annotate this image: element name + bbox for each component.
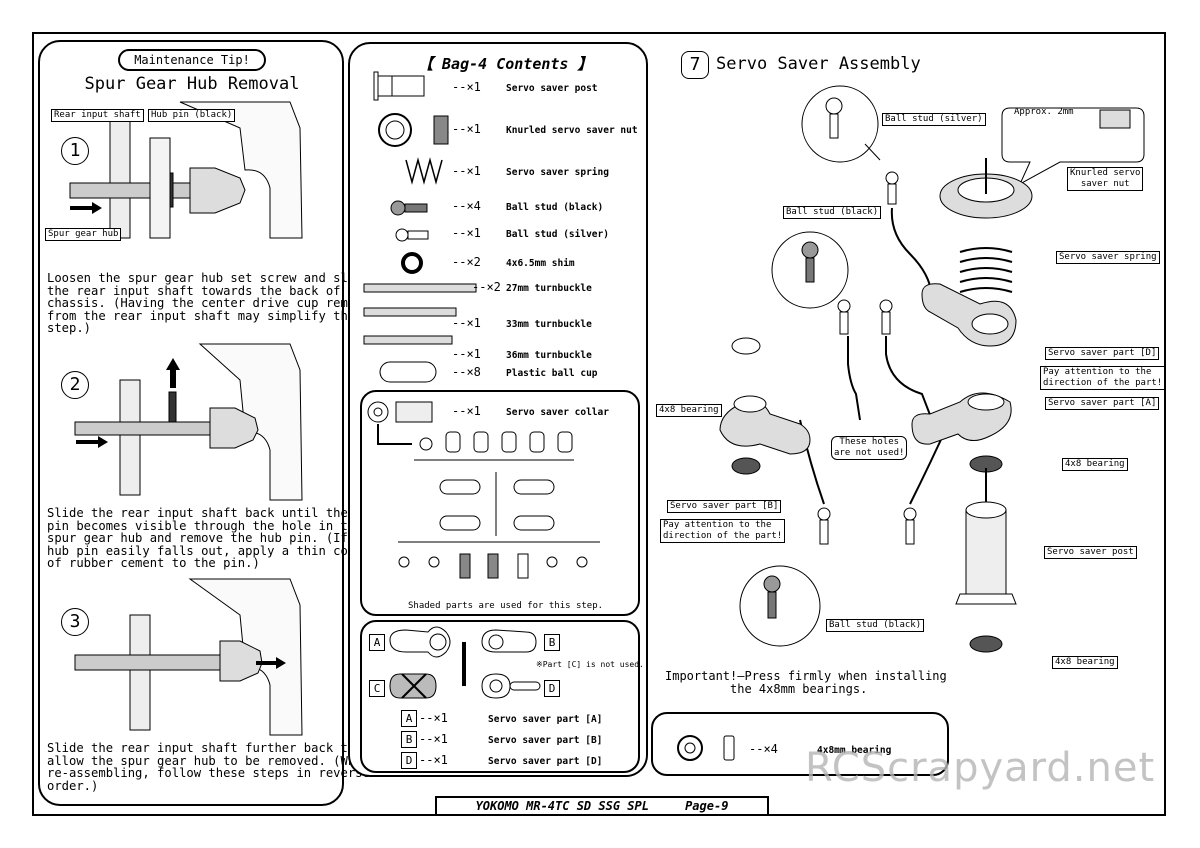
item-qty: --×1 (452, 347, 481, 361)
letter-d: D (544, 680, 560, 697)
label-knurled-nut: Knurled servo saver nut (1067, 167, 1144, 191)
label-holes-not-used: These holes are not used! (831, 436, 908, 460)
collar-name: Servo saver collar (506, 407, 609, 418)
bag-title: 【 Bag-4 Contents 】 (418, 55, 593, 73)
part-a-name: Servo saver part [A] (488, 714, 603, 725)
step-3-number: 3 (61, 608, 89, 636)
step-1-number: 1 (61, 137, 89, 165)
maintenance-tip-badge: Maintenance Tip! (118, 49, 266, 71)
part-d-name: Servo saver part [D] (488, 756, 603, 767)
step-3-diagram (74, 578, 303, 736)
item-name: Knurled servo saver nut (506, 125, 638, 136)
step-3-text: Slide the rear input shaft further back … (47, 741, 370, 793)
part-d-letter: D (401, 752, 417, 769)
turnbuckle-36-icon (363, 335, 453, 345)
label-bearing-left: 4x8 bearing (656, 404, 722, 417)
item-qty: --×2 (472, 280, 501, 294)
item-name: 33mm turnbuckle (506, 319, 592, 330)
label-bearing-bottom: 4x8 bearing (1052, 656, 1118, 669)
item-name: Ball stud (silver) (506, 229, 609, 240)
item-qty: --×1 (452, 80, 481, 94)
spur-gear-title: Spur Gear Hub Removal (84, 74, 300, 94)
label-ball-stud-black-top: Ball stud (black) (783, 206, 882, 219)
item-qty: --×1 (452, 226, 481, 240)
step-2-diagram (74, 343, 303, 501)
servo-saver-title: Servo Saver Assembly (716, 54, 921, 74)
ball-stud-silver-icon (395, 228, 409, 242)
part-b-name: Servo saver part [B] (488, 735, 603, 746)
ball-cup-icon (379, 361, 437, 383)
item-qty: --×1 (452, 316, 481, 330)
label-part-d: Servo saver part [D] (1045, 347, 1160, 360)
label-bearing-right: 4x8 bearing (1062, 458, 1128, 471)
item-qty: --×1 (452, 164, 481, 178)
label-approx: Approx. 2mm (1014, 107, 1074, 117)
servo-saver-exploded-diagram (719, 85, 1145, 653)
letter-a: A (369, 634, 385, 651)
item-name: 36mm turnbuckle (506, 350, 592, 361)
label-ball-stud-black-bottom: Ball stud (black) (826, 619, 925, 632)
bearing-bag-icons (677, 735, 735, 761)
step-1-diagram (69, 101, 303, 239)
item-name: Ball stud (black) (506, 202, 604, 213)
item-name: Plastic ball cup (506, 368, 598, 379)
item-qty: --×2 (452, 255, 481, 269)
ball-stud-black-icon (390, 200, 406, 216)
watermark: RCScrapyard.net (805, 745, 1156, 791)
item-name: 4x6.5mm shim (506, 258, 575, 269)
turnbuckle-33-icon (363, 307, 457, 317)
parts-tree-diagram (389, 626, 541, 699)
label-attention-top: Pay attention to the direction of the pa… (1040, 366, 1166, 390)
spring-icon (405, 157, 443, 185)
step-7-number: 7 (681, 51, 709, 79)
item-name: Servo saver post (506, 83, 598, 94)
label-servo-saver-spring: Servo saver spring (1056, 251, 1160, 264)
step-2-text: Slide the rear input shaft back until th… (47, 506, 377, 571)
label-ball-stud-silver: Ball stud (silver) (882, 113, 986, 126)
part-a-letter: A (401, 710, 417, 727)
part-d-qty: --×1 (419, 753, 448, 767)
label-part-b: Servo saver part [B] (667, 500, 782, 513)
item-qty: --×8 (452, 365, 481, 379)
item-qty: --×1 (452, 122, 481, 136)
turnbuckle-27-icon (363, 283, 477, 293)
important-note: Important!—Press firmly when installing … (665, 669, 947, 696)
part-b-letter: B (401, 731, 417, 748)
bearing-bag-qty: --×4 (749, 742, 778, 756)
bag-item-icons (363, 71, 477, 383)
collar-qty: --×1 (452, 404, 481, 418)
label-attention-bottom: Pay attention to the direction of the pa… (660, 519, 786, 543)
label-spur-gear-hub: Spur gear hub (45, 228, 122, 241)
letter-b: B (544, 634, 560, 651)
shim-icon (401, 252, 423, 274)
step-2-number: 2 (61, 371, 89, 399)
step-1-text: Loosen the spur gear hub set screw and s… (47, 271, 377, 336)
label-part-a: Servo saver part [A] (1045, 397, 1160, 410)
servo-saver-post-icon (373, 71, 379, 101)
bearing-bag-name: 4x8mm bearing (817, 745, 892, 756)
label-rear-input-shaft: Rear input shaft (51, 109, 144, 122)
letter-c: C (369, 680, 385, 697)
servo-saver-collar-box (360, 390, 640, 616)
label-hub-pin: Hub pin (black) (148, 109, 236, 122)
item-name: 27mm turnbuckle (506, 283, 592, 294)
footer-title: YOKOMO MR-4TC SD SSG SPL Page-9 (435, 796, 769, 816)
label-servo-saver-post: Servo saver post (1044, 546, 1137, 559)
part-a-qty: --×1 (419, 711, 448, 725)
shaded-note: Shaded parts are used for this step. (408, 601, 604, 611)
part-b-qty: --×1 (419, 732, 448, 746)
part-c-note: ※Part [C] is not used. (536, 660, 644, 669)
item-qty: --×4 (452, 199, 481, 213)
collar-sprue-diagram (367, 401, 600, 579)
item-name: Servo saver spring (506, 167, 609, 178)
